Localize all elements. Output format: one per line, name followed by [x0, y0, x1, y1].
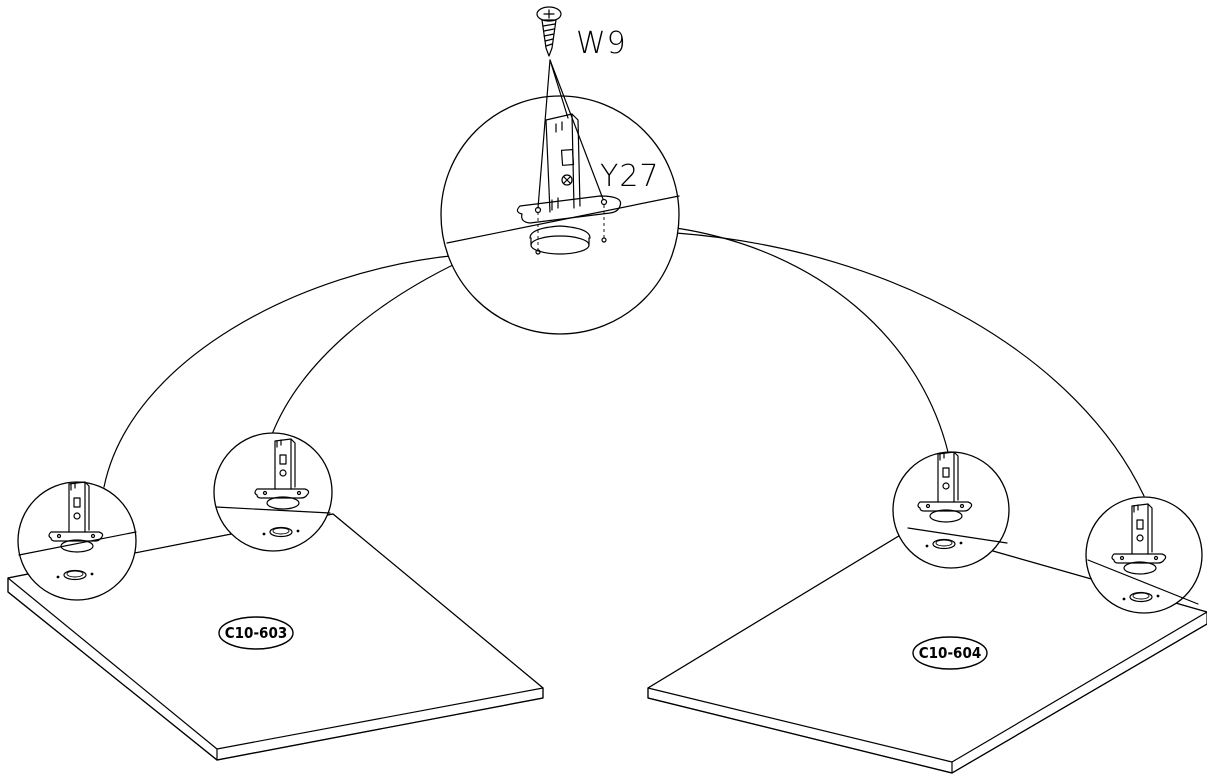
detail-circle-right-outer [1085, 496, 1203, 614]
screw-w9-icon [536, 6, 562, 57]
screw-label: W9 [576, 26, 627, 61]
left-panel-code: C10-603 [225, 624, 287, 642]
left-panel-label: C10-603 [218, 616, 294, 650]
detail-circle-left-inner [213, 432, 333, 552]
detail-circle-right-inner [892, 451, 1010, 569]
main-detail-circle [440, 95, 680, 335]
screw-leader-lines [537, 59, 604, 209]
bracket-label: Y27 [600, 159, 660, 194]
detail-circle-left-outer [17, 481, 137, 601]
right-panel-code: C10-604 [919, 644, 981, 662]
right-panel-label: C10-604 [912, 636, 988, 670]
callout-arcs [103, 227, 1145, 497]
